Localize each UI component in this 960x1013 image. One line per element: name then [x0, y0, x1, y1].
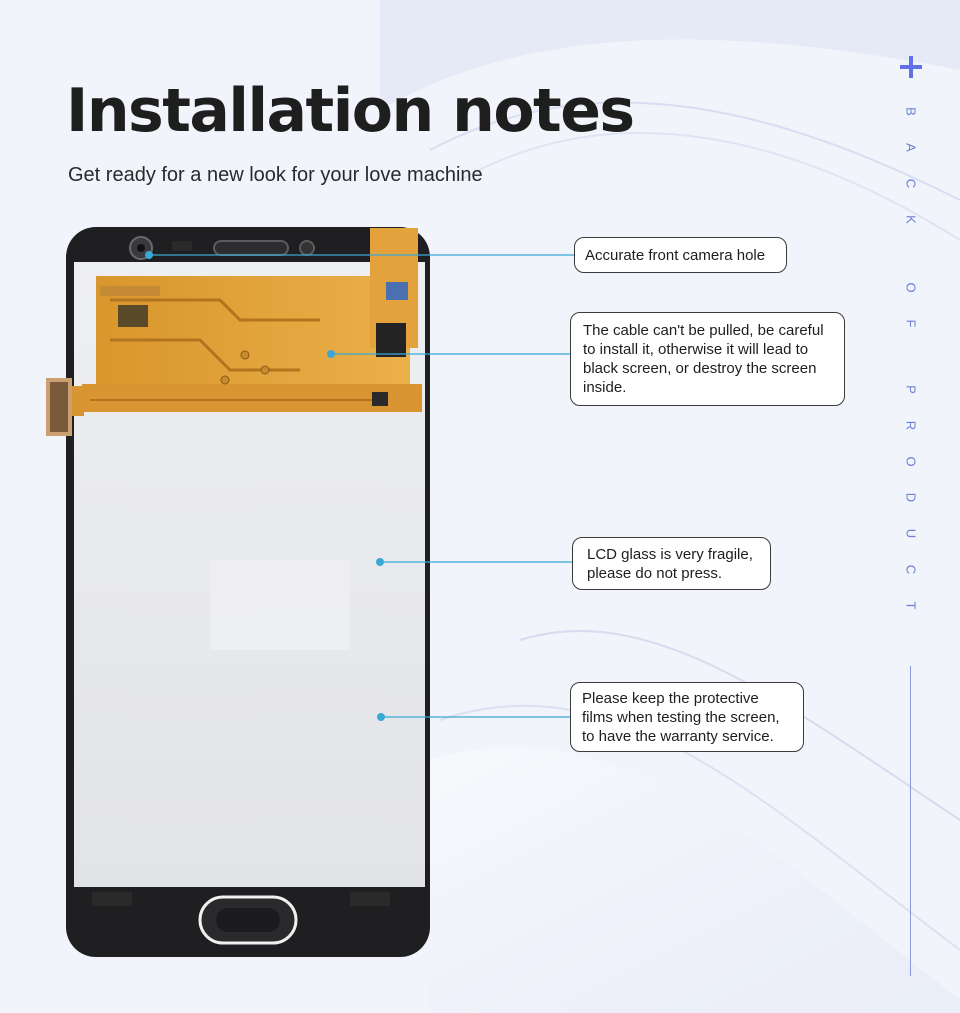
callout-protective-films: Please keep the protective films when te… [570, 682, 804, 752]
leader-lines [145, 251, 575, 721]
side-divider-line [910, 666, 911, 976]
flex-cable-pcb [96, 276, 410, 410]
page-subtitle: Get ready for a new look for your love m… [68, 164, 483, 186]
callout-cable-warning: The cable can't be pulled, be careful to… [570, 312, 845, 406]
earpiece-slot [213, 240, 289, 256]
plus-icon [898, 54, 924, 80]
page-title: Installation notes [66, 76, 635, 146]
callout-camera-hole: Accurate front camera hole [574, 237, 787, 273]
callout-glass-fragile: LCD glass is very fragile, please do not… [572, 537, 771, 590]
